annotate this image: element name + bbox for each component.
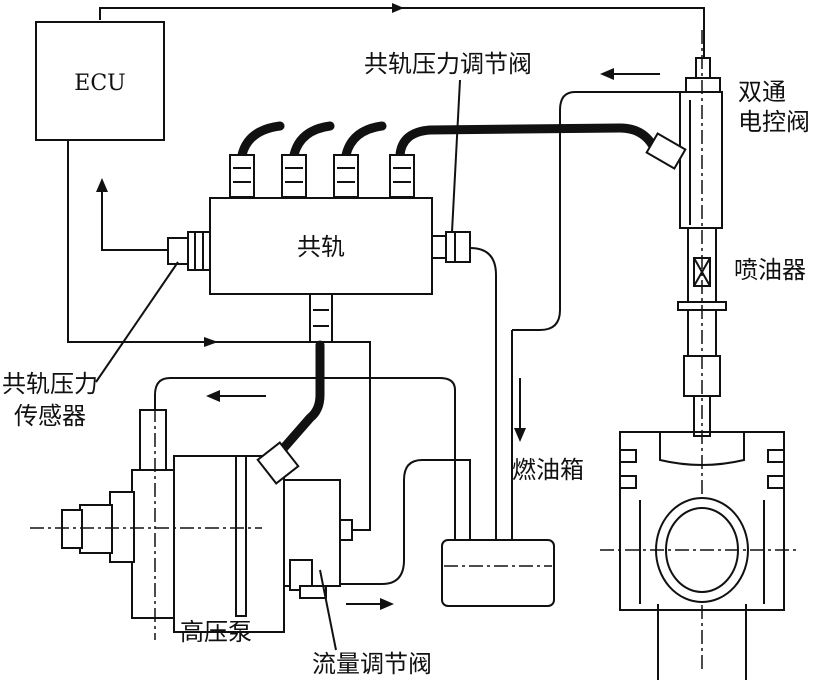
fuel-tank bbox=[441, 539, 555, 607]
sensor-ecu-line bbox=[101, 190, 176, 251]
rail-connectors bbox=[229, 154, 415, 198]
rail-pressure-valve bbox=[431, 231, 471, 263]
pump-label: 高压泵 bbox=[180, 618, 252, 646]
high-pressure-pump bbox=[61, 409, 353, 633]
twoway-label-line1: 双通 bbox=[738, 78, 786, 106]
twoway-label-line2: 电控阀 bbox=[738, 108, 810, 136]
ecu-box bbox=[35, 21, 165, 141]
injector-label: 喷油器 bbox=[734, 256, 806, 284]
injector-line-3 bbox=[341, 121, 387, 160]
return-arrow-head bbox=[600, 68, 614, 80]
sensor-leader bbox=[95, 261, 179, 383]
pump-return-line bbox=[328, 459, 471, 585]
sensor-ecu-arrow bbox=[96, 178, 108, 192]
supply-arrow-head bbox=[380, 598, 394, 610]
pump-flow-arrow bbox=[206, 390, 220, 402]
ecu-flowvalve-arrow bbox=[204, 337, 218, 347]
rail-outlet-connector bbox=[309, 293, 333, 343]
injector-line-main bbox=[395, 123, 660, 160]
injector bbox=[645, 57, 727, 437]
signal-arrow-top bbox=[392, 3, 404, 13]
tank-arrow-head bbox=[514, 428, 526, 442]
rail-valve-label: 共轨压力调节阀 bbox=[364, 50, 532, 78]
injector-line-2 bbox=[289, 121, 335, 160]
valve-return-line bbox=[469, 247, 497, 570]
injector-return-line bbox=[512, 91, 680, 331]
pump-outlet-line bbox=[154, 377, 456, 540]
rail-valve-leader bbox=[451, 79, 461, 233]
flow-valve-leader bbox=[319, 569, 337, 651]
sensor-label-line2: 传感器 bbox=[14, 402, 86, 430]
rail-label: 共轨 bbox=[297, 233, 345, 261]
high-pressure-line bbox=[277, 340, 325, 455]
ecu-flowvalve-line bbox=[67, 140, 371, 531]
ecu-label: ECU bbox=[74, 71, 125, 96]
sensor-label-line1: 共轨压力 bbox=[2, 370, 98, 398]
tank-label: 燃油箱 bbox=[512, 456, 584, 484]
injector-line-1 bbox=[237, 121, 285, 160]
pressure-sensor bbox=[167, 231, 211, 271]
flow-valve-label: 流量调节阀 bbox=[312, 650, 432, 678]
